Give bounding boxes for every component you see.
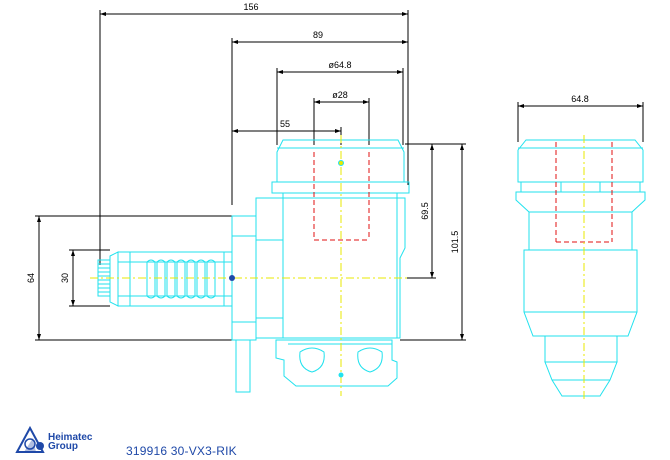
dim-center-offset: 55 xyxy=(280,119,290,129)
housing xyxy=(255,197,406,339)
dim-overall-length: 156 xyxy=(243,2,258,12)
center-markers xyxy=(229,160,344,378)
logo-line-1: Heimatec xyxy=(48,432,93,443)
dimension-arrows xyxy=(37,12,643,340)
dim-flange-diameter: ø64.8 xyxy=(328,60,351,70)
part-number-caption: 319916 30-VX3-RIK xyxy=(126,444,237,458)
company-logo-text: Heimatec Group xyxy=(48,432,93,452)
company-logo-mark xyxy=(15,425,45,453)
hidden-bore-side xyxy=(313,152,370,241)
end-lower-body xyxy=(523,249,638,337)
centerlines-side xyxy=(90,135,410,396)
dimension-labels: 156 89 ø64.8 ø28 55 64 30 69.5 101.5 64.… xyxy=(26,2,589,283)
dim-shank-diameter: 30 xyxy=(60,273,70,283)
end-view xyxy=(515,139,646,397)
dim-bore-diameter: ø28 xyxy=(332,90,348,100)
dim-mount-height: 64 xyxy=(26,273,36,283)
drive-block xyxy=(275,339,398,387)
dim-spindle-height: 69.5 xyxy=(420,202,430,220)
dim-body-length: 89 xyxy=(313,30,323,40)
logo-line-2: Group xyxy=(48,441,78,452)
dim-end-view-width: 64.8 xyxy=(571,94,589,104)
dim-total-height: 101.5 xyxy=(450,231,460,254)
spring-coil xyxy=(146,259,216,299)
